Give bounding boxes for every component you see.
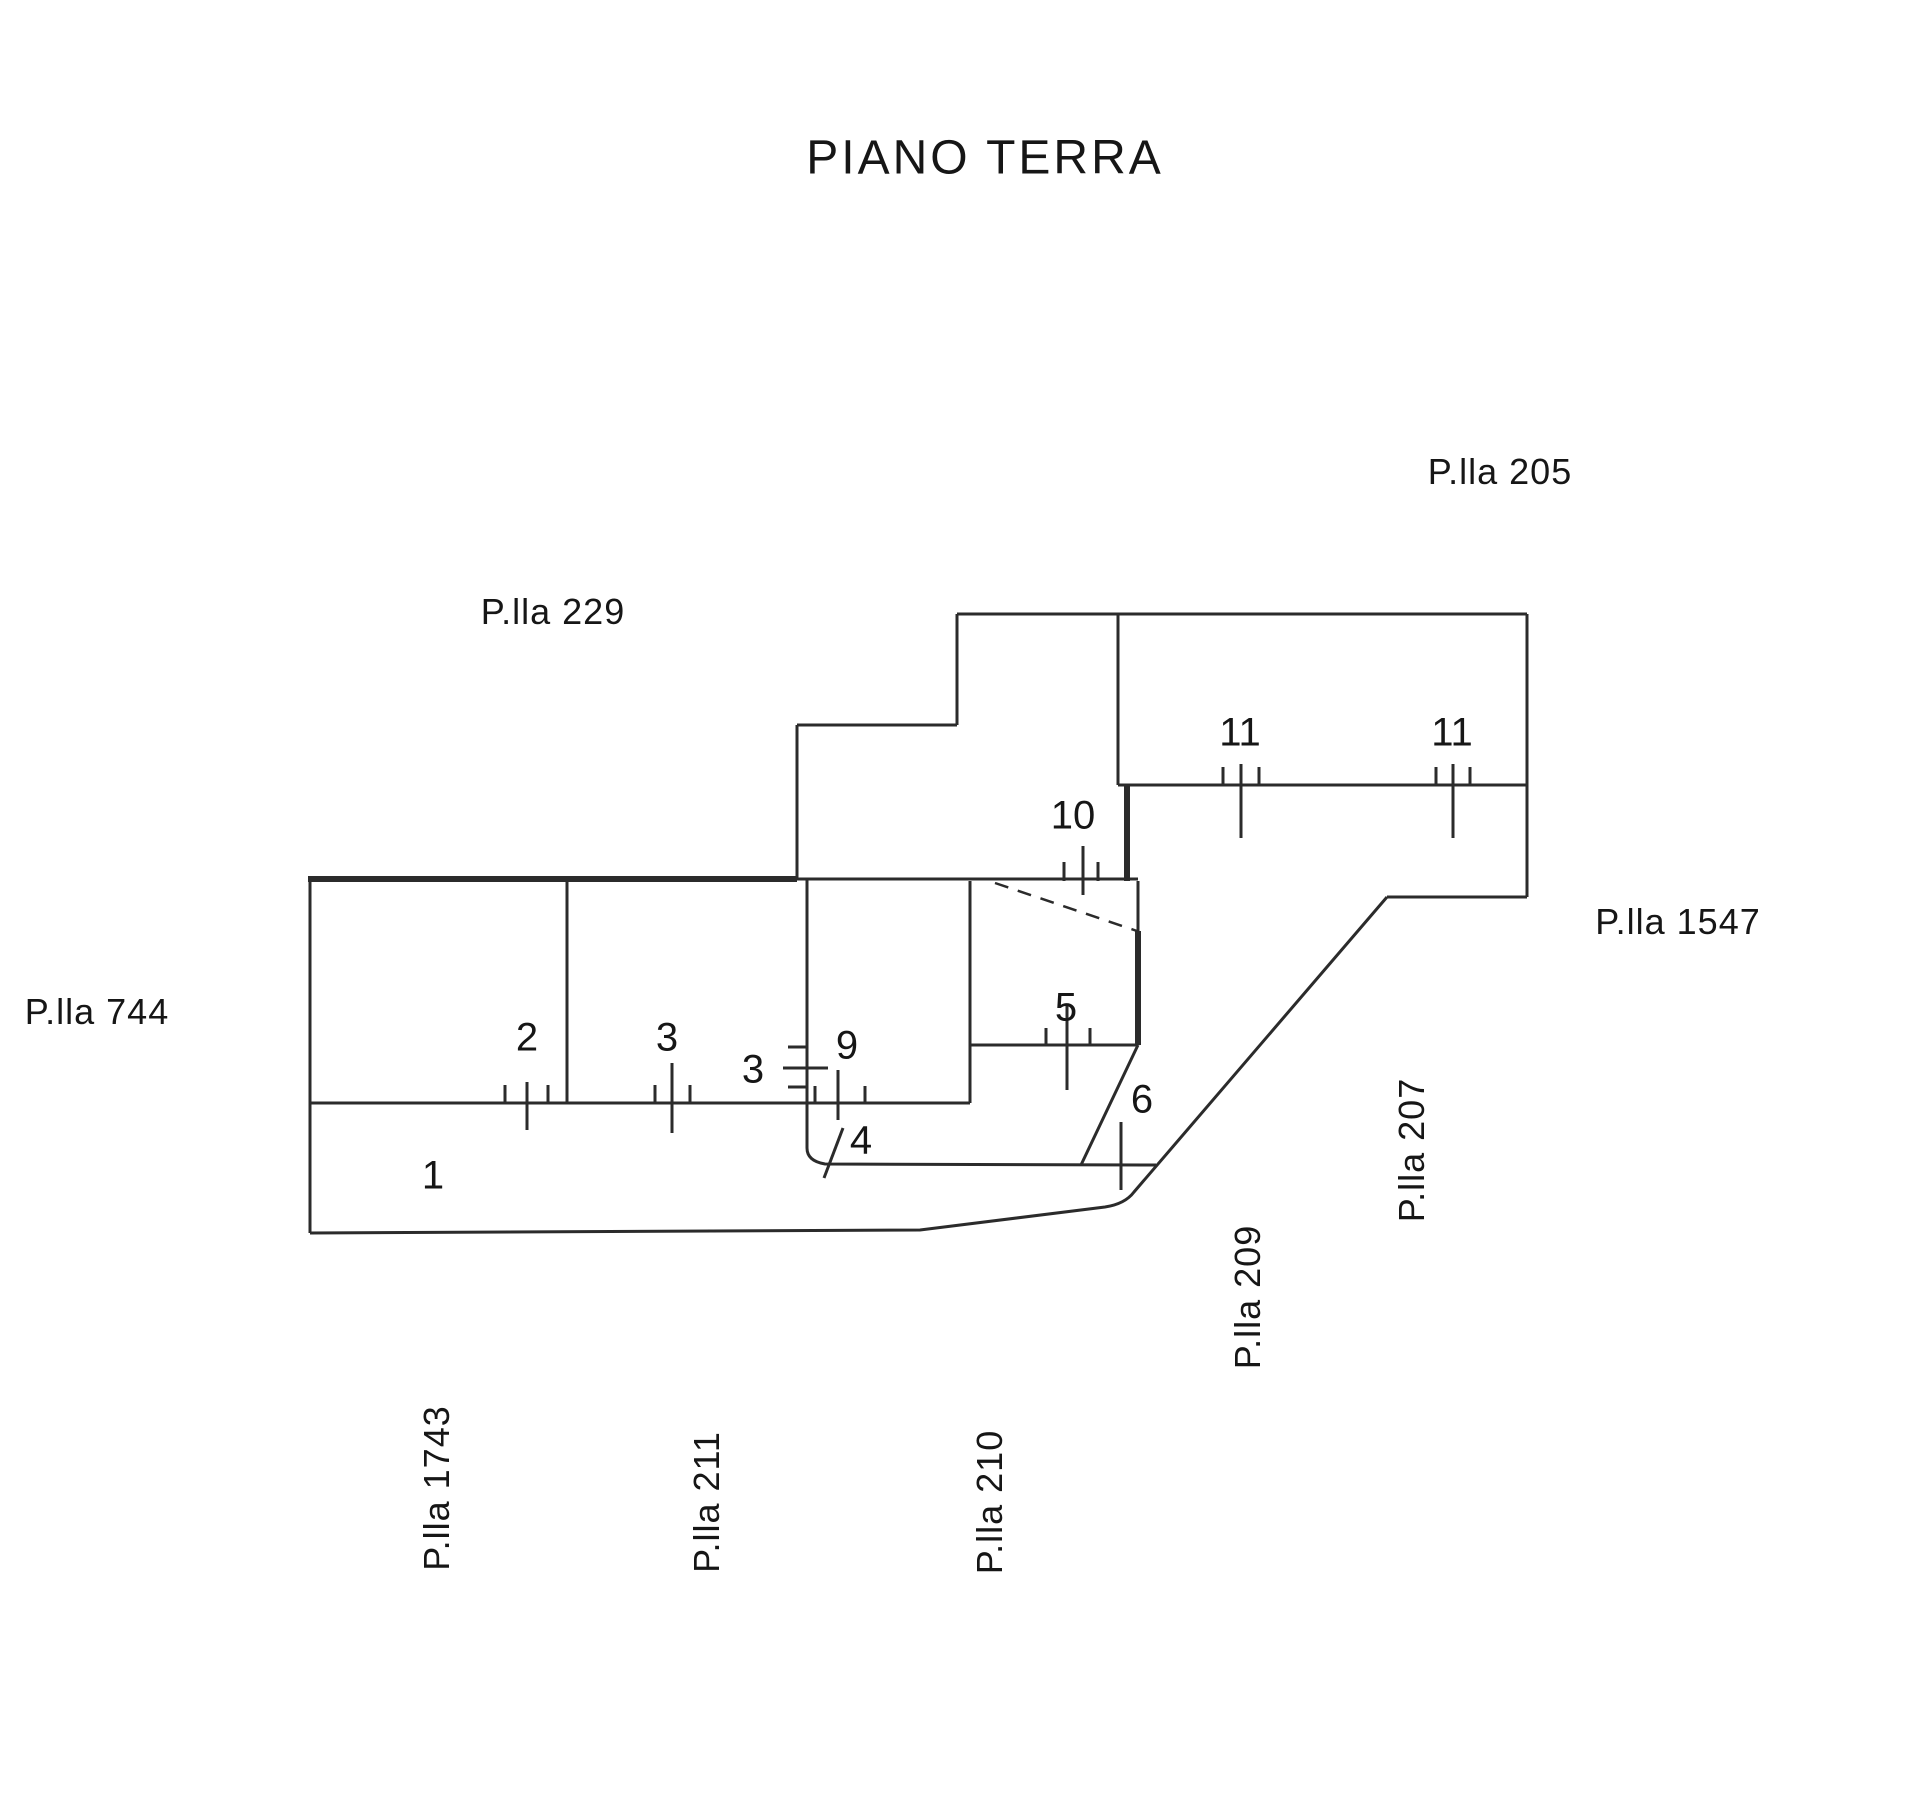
room-label-4: 4 bbox=[849, 1118, 873, 1163]
room-label-9: 9 bbox=[835, 1023, 859, 1068]
parcel-label-211: P.lla 211 bbox=[686, 1431, 727, 1573]
parcel-label-1547: P.lla 1547 bbox=[1595, 901, 1761, 942]
parcel-label-207: P.lla 207 bbox=[1391, 1077, 1432, 1223]
room-label-11b: 11 bbox=[1431, 710, 1473, 755]
room-label-3a: 3 bbox=[655, 1015, 679, 1060]
room-label-1: 1 bbox=[421, 1153, 445, 1198]
parcel-label-205: P.lla 205 bbox=[1427, 451, 1573, 492]
room-label-11a: 11 bbox=[1219, 710, 1261, 755]
parcel-label-229: P.lla 229 bbox=[480, 591, 626, 632]
room-label-3b: 3 bbox=[741, 1047, 765, 1092]
room-label-10: 10 bbox=[1050, 793, 1096, 838]
room-label-2: 2 bbox=[515, 1015, 539, 1060]
page-title: PIANO TERRA bbox=[806, 131, 1164, 185]
parcel-label-1743: P.lla 1743 bbox=[416, 1405, 457, 1571]
parcel-label-744: P.lla 744 bbox=[24, 991, 170, 1032]
parcel-label-209: P.lla 209 bbox=[1227, 1224, 1268, 1370]
room-label-6: 6 bbox=[1130, 1077, 1154, 1122]
room-label-5: 5 bbox=[1054, 985, 1078, 1030]
parcel-label-210: P.lla 210 bbox=[969, 1429, 1010, 1575]
